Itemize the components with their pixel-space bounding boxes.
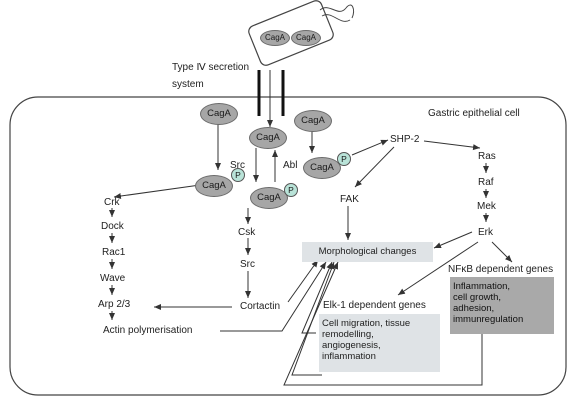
cagA-left: CagA: [200, 103, 238, 125]
phospho-marker-right: P: [337, 152, 351, 166]
phospho-cagA-right: CagA: [303, 157, 341, 179]
nfkb-label: NFκB dependent genes: [448, 264, 554, 275]
wave-label: Wave: [100, 273, 126, 284]
nfkb-result-line-1: Inflammation,: [453, 281, 511, 292]
nfkb-result-line-3: adhesion,: [453, 303, 495, 314]
src-label: Src: [230, 160, 245, 171]
cell-label: Gastric epithelial cell: [428, 108, 520, 119]
shp2-label: SHP-2: [390, 134, 420, 145]
elk-result-line-2: remodelling,: [322, 329, 374, 340]
elk-result-line-3: angiogenesis,: [322, 340, 381, 351]
arp-label: Arp 2/3: [98, 299, 131, 310]
mek-label: Mek: [477, 201, 496, 212]
dock-label: Dock: [101, 221, 124, 232]
actin-label: Actin polymerisation: [103, 325, 193, 336]
elk-result-line-4: inflammation: [322, 351, 376, 362]
cagA-bacterium-2: CagA: [291, 30, 321, 46]
crk-label: Crk: [104, 197, 120, 208]
phospho-cagA-left: CagA: [195, 175, 233, 197]
nfkb-result-box: Inflammation, cell growth, adhesion, imm…: [450, 277, 554, 334]
phospho-marker-middle: P: [284, 183, 298, 197]
nfkb-result-line-4: immunregulation: [453, 314, 524, 325]
src2-label: Src: [240, 259, 255, 270]
erk-label: Erk: [478, 227, 493, 238]
secretion-system: [257, 70, 285, 116]
raf-label: Raf: [478, 177, 494, 188]
elk-result-line-1: Cell migration, tissue: [322, 318, 411, 329]
csk-label: Csk: [238, 227, 256, 238]
cagA-right: CagA: [294, 110, 332, 132]
cortactin-label: Cortactin: [240, 301, 281, 312]
phospho-cagA-middle: CagA: [250, 187, 288, 209]
fak-label: FAK: [340, 194, 359, 205]
secretion-system-label: Type Ⅳ secretion: [172, 62, 250, 73]
abl-label: Abl: [283, 160, 298, 171]
elk-result-box: Cell migration, tissue remodelling, angi…: [319, 314, 440, 372]
cagA-middle: CagA: [249, 127, 287, 149]
bacterium: [248, 0, 355, 66]
cell-membrane: [9, 96, 567, 396]
rac1-label: Rac1: [102, 247, 126, 258]
elk-label: Elk-1 dependent genes: [323, 300, 426, 311]
cagA-bacterium-1: CagA: [260, 30, 290, 46]
phospho-marker-left: P: [231, 168, 245, 182]
secretion-system-label-2: system: [172, 79, 204, 90]
morphological-changes-box: Morphological changes: [302, 242, 433, 262]
morphological-changes-text: Morphological changes: [318, 246, 417, 257]
ras-label: Ras: [478, 151, 496, 162]
nfkb-result-line-2: cell growth,: [453, 292, 502, 303]
